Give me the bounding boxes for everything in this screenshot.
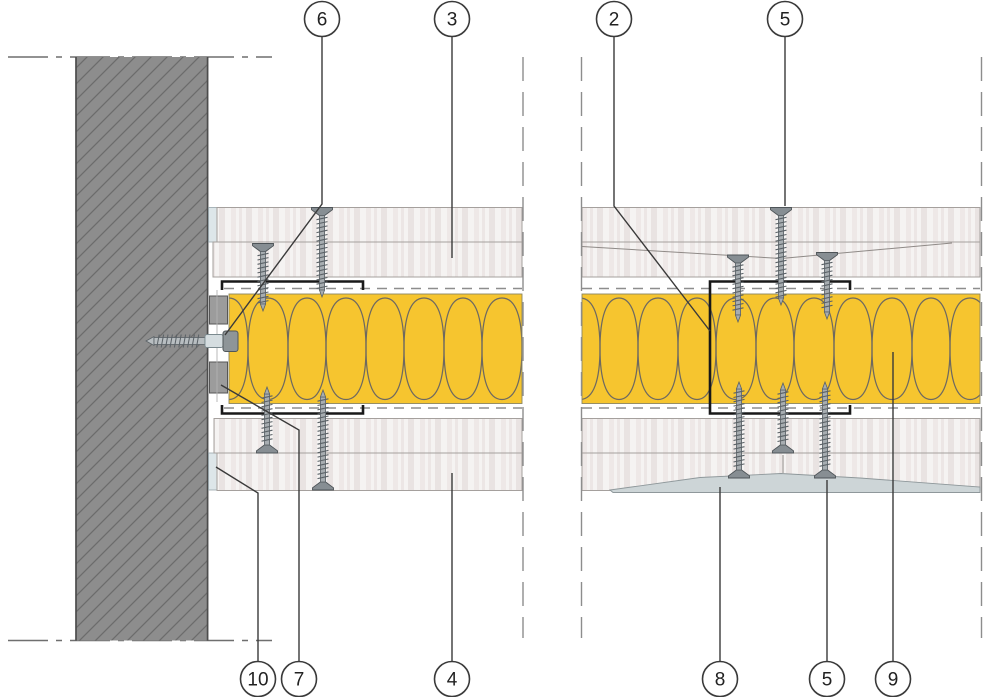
callout-bubble — [595, 0, 633, 38]
callout-leader — [215, 466, 259, 661]
edge-strip-bottom — [208, 452, 218, 491]
callout-number: 7 — [294, 670, 305, 691]
screw — [252, 243, 274, 313]
callout-bubble — [433, 0, 471, 38]
wall-hatch-fill — [76, 57, 208, 641]
callout-2: 2 — [595, 0, 711, 332]
gypsum-board-top-outer-left — [216, 207, 523, 243]
wall-pad-upper — [209, 295, 228, 325]
callout-9: 9 — [874, 352, 912, 697]
screws-layer — [252, 207, 838, 491]
callout-3: 3 — [433, 0, 471, 258]
screw — [770, 207, 792, 307]
insulation-right — [581, 293, 981, 404]
connection-profile-bottom — [220, 405, 365, 415]
insulation-left — [228, 293, 523, 404]
gypsum-board-bottom-outer-left — [216, 452, 523, 491]
screw — [814, 380, 836, 479]
anchor-threads — [156, 334, 200, 348]
callout-number: 2 — [609, 10, 620, 31]
callout-number: 10 — [247, 670, 268, 691]
callout-6: 6 — [224, 0, 341, 336]
joint-filler — [608, 473, 981, 493]
break-lines — [522, 57, 983, 638]
callout-number: 5 — [780, 10, 791, 31]
callouts-layer: 6 3 2 5 10 7 4 8 5 9 — [215, 0, 912, 697]
anchor-head — [222, 330, 239, 352]
screw — [256, 385, 278, 454]
callout-leader — [220, 384, 300, 661]
screw — [728, 380, 750, 479]
callout-7: 7 — [220, 384, 318, 697]
callout-number: 8 — [715, 670, 726, 691]
callout-number: 3 — [447, 10, 458, 31]
anchor-sleeve — [204, 334, 224, 348]
callout-leader — [224, 36, 323, 336]
callout-number: 9 — [888, 670, 899, 691]
wall-anchor — [145, 330, 239, 352]
callout-8: 8 — [701, 487, 739, 697]
callout-bubble — [766, 0, 804, 38]
screw — [727, 254, 749, 324]
screw — [816, 252, 838, 321]
concrete-wall — [75, 57, 209, 641]
callout-number: 4 — [447, 670, 458, 691]
stud-profile — [708, 280, 852, 415]
screw — [312, 388, 334, 491]
callout-number: 6 — [317, 10, 328, 31]
wall-pad-lower — [209, 361, 228, 394]
callout-leader — [613, 36, 711, 332]
callout-5: 5 — [808, 480, 846, 697]
edge-strip-top — [208, 207, 218, 243]
callout-5: 5 — [766, 0, 804, 206]
callout-10: 10 — [215, 466, 277, 697]
callout-bubble — [303, 0, 341, 38]
connection-profile-top — [220, 280, 365, 290]
callout-number: 5 — [822, 670, 833, 691]
screw — [311, 207, 333, 299]
callout-4: 4 — [433, 473, 471, 697]
screw — [772, 381, 794, 454]
